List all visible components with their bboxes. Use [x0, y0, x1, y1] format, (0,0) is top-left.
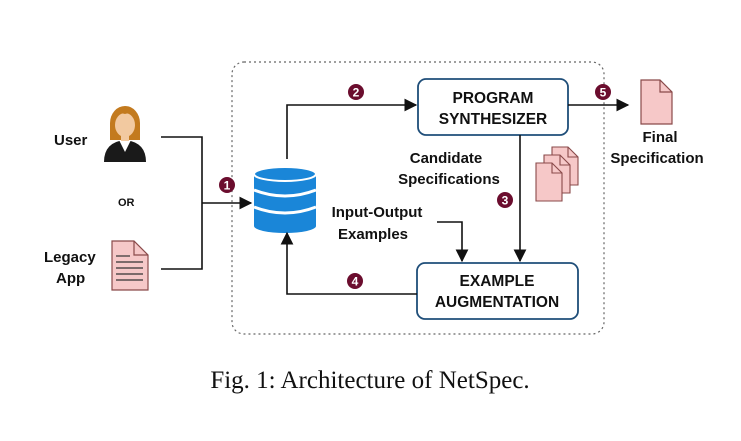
- svg-text:2: 2: [353, 86, 360, 100]
- io-examples-label-line1: Input-Output: [332, 204, 423, 221]
- svg-text:4: 4: [352, 275, 359, 289]
- final-specification-document-icon: [640, 79, 673, 125]
- step-2-marker: 2: [348, 84, 364, 100]
- step-1-marker: 1: [219, 177, 235, 193]
- final-spec-label-line2: Specification: [610, 150, 703, 167]
- example-augmentation-box: EXAMPLE AUGMENTATION: [416, 262, 579, 320]
- step-4-marker: 4: [347, 273, 363, 289]
- system-boundary: [231, 61, 605, 335]
- io-examples-label-line2: Examples: [338, 226, 408, 243]
- step-5-marker: 5: [595, 84, 611, 100]
- svg-text:5: 5: [600, 86, 607, 100]
- legacy-app-document-icon: [111, 240, 149, 291]
- legacy-app-label-line1: Legacy: [44, 249, 96, 266]
- legacy-app-label-line2: App: [56, 270, 85, 287]
- candidate-specs-label-line1: Candidate: [410, 150, 483, 167]
- synthesizer-label-line2: SYNTHESIZER: [439, 111, 548, 128]
- db-to-synthesizer-arrow: [286, 98, 418, 159]
- svg-text:1: 1: [224, 179, 231, 193]
- user-label: User: [54, 132, 88, 149]
- io-examples-arrow: [437, 221, 469, 263]
- legacy-to-db-connector: [161, 203, 203, 270]
- candidate-document-stack-icon: [535, 146, 579, 202]
- step-3-marker: 3: [497, 192, 513, 208]
- augmentation-to-db-arrow: [280, 231, 417, 295]
- svg-text:3: 3: [502, 194, 509, 208]
- augmentation-label-line2: AUGMENTATION: [435, 294, 559, 311]
- figure-caption: Fig. 1: Architecture of NetSpec.: [210, 367, 529, 394]
- user-avatar-icon: [104, 106, 146, 162]
- synthesizer-label-line1: PROGRAM: [453, 90, 534, 107]
- candidate-specs-label-line2: Specifications: [398, 171, 500, 188]
- augmentation-label-line1: EXAMPLE: [460, 273, 535, 290]
- program-synthesizer-box: PROGRAM SYNTHESIZER: [417, 78, 569, 136]
- final-spec-label-line1: Final: [642, 129, 677, 146]
- user-to-db-connector: [161, 136, 203, 203]
- or-label: OR: [118, 197, 135, 209]
- database-icon: [253, 166, 317, 233]
